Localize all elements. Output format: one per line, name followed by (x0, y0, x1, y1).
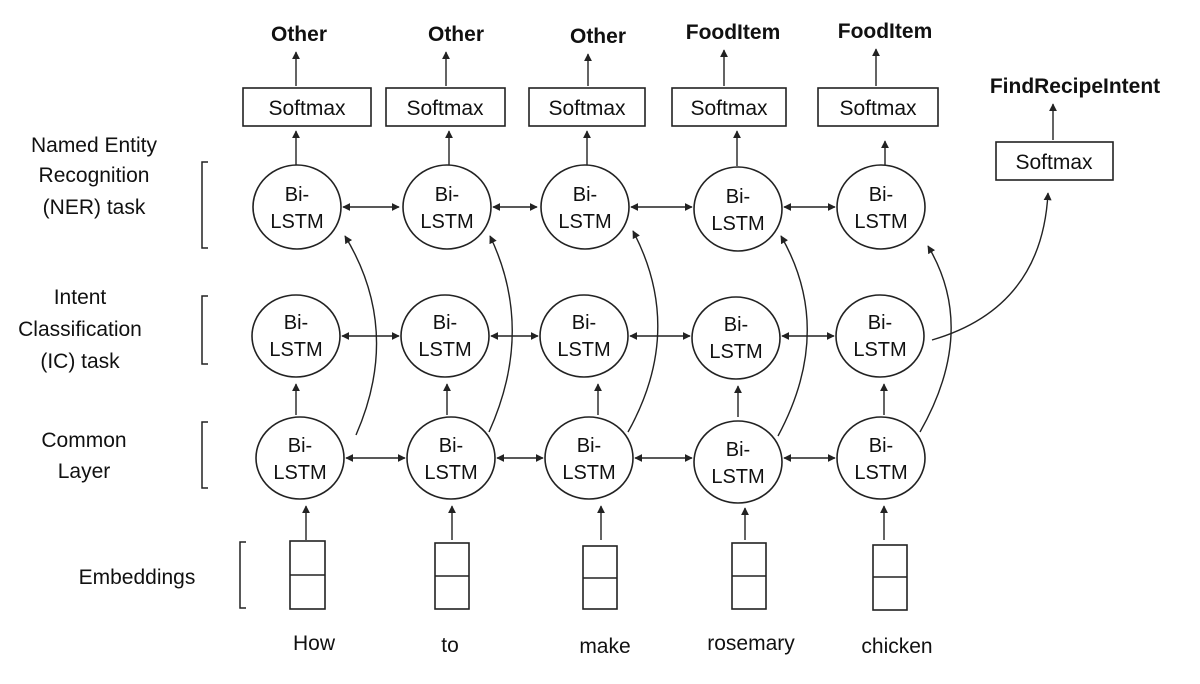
softmax-label-2: Softmax (406, 97, 484, 120)
input-word-5: chicken (861, 635, 932, 658)
arrow-ic-5-to-intent-softmax (931, 192, 1052, 341)
ner-bilstm-cell-2 (402, 164, 492, 250)
ner-bracket (201, 161, 208, 249)
ner-cell-label-5a: Bi- (869, 184, 893, 206)
ner-cell-label-2b: LSTM (420, 211, 473, 233)
common-bilstm-cell-2 (406, 416, 496, 500)
input-word-3: make (579, 635, 630, 658)
column-3: Other Softmax Bi- LSTM Bi- LSTM Bi- LSTM… (528, 25, 659, 658)
softmax-label-3: Softmax (548, 97, 626, 120)
ic-bilstm-cell-4 (691, 296, 781, 380)
ic-cell-label-1b: LSTM (269, 339, 322, 361)
softmax-label-4: Softmax (690, 97, 768, 120)
softmax-box-5 (817, 87, 939, 127)
input-word-1: How (293, 632, 336, 655)
ner-label-line-3: (NER) task (43, 196, 146, 219)
ic-cell-label-2a: Bi- (433, 312, 457, 334)
column-2: Other Softmax Bi- LSTM Bi- LSTM Bi- LSTM… (385, 23, 513, 657)
common-cell-label-1a: Bi- (288, 435, 312, 457)
ic-cell-label-5a: Bi- (868, 312, 892, 334)
ic-cell-label-4a: Bi- (724, 314, 748, 336)
ic-layer-label: Intent Classification (IC) task (18, 286, 142, 373)
common-label-line-1: Common (41, 429, 126, 452)
common-bilstm-cell-3 (544, 416, 634, 500)
ic-cell-label-2b: LSTM (418, 339, 471, 361)
ic-label-line-2: Classification (18, 318, 142, 341)
column-4: FoodItem Softmax Bi- LSTM Bi- LSTM Bi- L… (671, 21, 808, 655)
common-label-line-2: Layer (58, 460, 111, 483)
ner-bilstm-cell-4 (693, 166, 783, 252)
ner-label-line-1: Named Entity (31, 134, 158, 157)
common-cell-label-3a: Bi- (577, 435, 601, 457)
ner-cell-label-1a: Bi- (285, 184, 309, 206)
ner-output-3: Other (570, 25, 626, 48)
common-cell-label-4a: Bi- (726, 439, 750, 461)
common-bilstm-cell-5 (836, 416, 926, 500)
column-1: Other Softmax Bi- LSTM Bi- LSTM Bi- LSTM… (242, 23, 378, 655)
intent-softmax-label: Softmax (1015, 151, 1093, 174)
ner-layer-label: Named Entity Recognition (NER) task (31, 134, 158, 219)
softmax-box-3 (528, 87, 646, 127)
common-cell-label-1b: LSTM (273, 462, 326, 484)
ner-output-1: Other (271, 23, 327, 46)
common-cell-label-2b: LSTM (424, 462, 477, 484)
ner-cell-label-3a: Bi- (573, 184, 597, 206)
ner-label-line-2: Recognition (39, 164, 150, 187)
ic-cell-label-5b: LSTM (853, 339, 906, 361)
ic-bilstm-cell-5 (835, 294, 925, 378)
ner-cell-label-1b: LSTM (270, 211, 323, 233)
ner-bilstm-cell-5 (836, 164, 926, 250)
skip-arrow-common-2-to-ner-2 (488, 235, 513, 433)
softmax-label-5: Softmax (839, 97, 917, 120)
ner-cell-label-3b: LSTM (558, 211, 611, 233)
ner-cell-label-4b: LSTM (711, 213, 764, 235)
common-cell-label-3b: LSTM (562, 462, 615, 484)
common-cell-label-5a: Bi- (869, 435, 893, 457)
softmax-box-1 (242, 87, 372, 127)
ner-cell-label-5b: LSTM (854, 211, 907, 233)
input-word-4: rosemary (707, 632, 795, 655)
ic-label-line-3: (IC) task (40, 350, 120, 373)
common-cell-label-5b: LSTM (854, 462, 907, 484)
ic-bracket (201, 295, 208, 365)
skip-arrow-common-3-to-ner-3 (627, 230, 659, 433)
ner-output-2: Other (428, 23, 484, 46)
ner-bilstm-cell-1 (252, 164, 342, 250)
input-word-2: to (441, 634, 459, 657)
ner-cell-label-4a: Bi- (726, 186, 750, 208)
skip-arrow-common-5-to-ner-5 (919, 245, 952, 433)
embeddings-bracket (239, 541, 246, 609)
ic-cell-label-1a: Bi- (284, 312, 308, 334)
common-bilstm-cell-4 (693, 420, 783, 504)
common-cell-label-2a: Bi- (439, 435, 463, 457)
common-bilstm-cell-1 (255, 416, 345, 500)
ic-cell-label-3a: Bi- (572, 312, 596, 334)
ic-bilstm-cell-2 (400, 294, 490, 378)
ner-output-4: FoodItem (686, 21, 781, 44)
column-5: FoodItem Softmax Bi- LSTM Bi- LSTM Bi- L… (817, 20, 952, 658)
intent-softmax-box (995, 141, 1114, 181)
softmax-box-2 (385, 87, 506, 127)
softmax-label-1: Softmax (268, 97, 346, 120)
ic-cell-label-4b: LSTM (709, 341, 762, 363)
ner-output-5: FoodItem (838, 20, 933, 43)
ic-bilstm-cell-1 (251, 294, 341, 378)
ner-cell-label-2a: Bi- (435, 184, 459, 206)
ic-bilstm-cell-3 (539, 294, 629, 378)
ner-bilstm-cell-3 (540, 164, 630, 250)
common-layer-label: Common Layer (41, 429, 126, 483)
ic-cell-label-3b: LSTM (557, 339, 610, 361)
intent-output: FindRecipeIntent (990, 75, 1160, 98)
ic-label-line-1: Intent (54, 286, 107, 309)
common-cell-label-4b: LSTM (711, 466, 764, 488)
common-bracket (201, 421, 208, 489)
intent-head: FindRecipeIntent Softmax (931, 75, 1160, 341)
embeddings-label: Embeddings (79, 566, 196, 589)
softmax-box-4 (671, 87, 787, 127)
